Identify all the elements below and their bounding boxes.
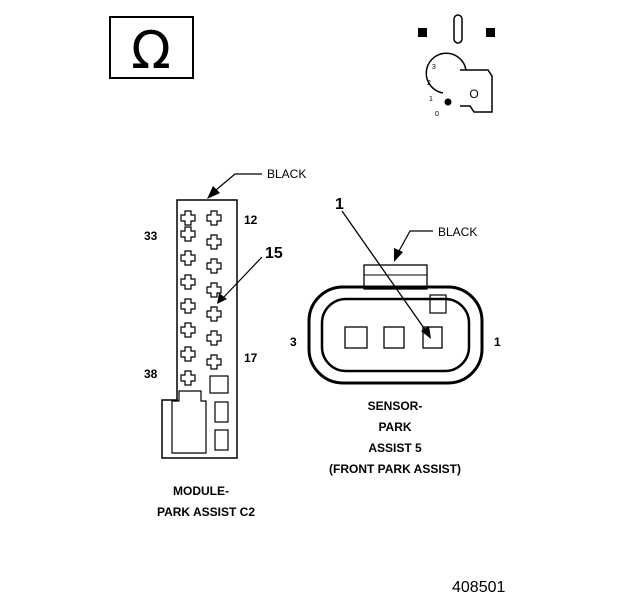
- sensor-color-label: BLACK: [438, 225, 477, 239]
- module-pin-38: 38: [144, 367, 158, 381]
- module-pin-12: 12: [244, 213, 258, 227]
- sensor-cavity-2: [383, 326, 405, 349]
- sensor-connector: BLACK 1 3 1 SENSOR- PARK ASSIST 5 (FRONT…: [290, 196, 501, 476]
- ignition-position-1: 1: [429, 96, 433, 103]
- ignition-key-icon: O 3 2 1 0: [418, 14, 495, 118]
- module-cavities: [180, 210, 222, 386]
- sensor-name-line3: ASSIST 5: [368, 441, 422, 455]
- figure-id: 408501: [452, 579, 505, 596]
- sensor-name-line2: PARK: [378, 420, 411, 434]
- ignition-position-0: 0: [435, 111, 439, 118]
- module-pin-33: 33: [144, 229, 158, 243]
- ignition-position-3: 3: [432, 64, 436, 71]
- module-connector: BLACK 12 33 17 3: [144, 167, 306, 519]
- sensor-cavity-1: [422, 326, 443, 349]
- module-pin-17: 17: [244, 351, 258, 365]
- module-color-label: BLACK: [267, 167, 306, 181]
- module-callout-15: 15: [265, 245, 283, 262]
- ignition-position-2: 2: [427, 80, 431, 87]
- sensor-name-line1: SENSOR-: [368, 399, 423, 413]
- key-position-dot: [444, 98, 452, 106]
- sensor-callout-1: 1: [335, 196, 344, 213]
- sensor-pin-3: 3: [290, 335, 297, 349]
- module-name-line2: PARK ASSIST C2: [157, 505, 255, 519]
- module-connector-body: [161, 199, 238, 459]
- key-letter: O: [469, 87, 478, 101]
- sensor-cavity-3: [344, 326, 368, 349]
- sensor-name-line4: (FRONT PARK ASSIST): [329, 462, 461, 476]
- sensor-pin-1: 1: [494, 335, 501, 349]
- module-name-line1: MODULE-: [173, 484, 229, 498]
- ohmmeter-icon: Ω: [109, 16, 194, 81]
- ohm-symbol: Ω: [131, 21, 171, 81]
